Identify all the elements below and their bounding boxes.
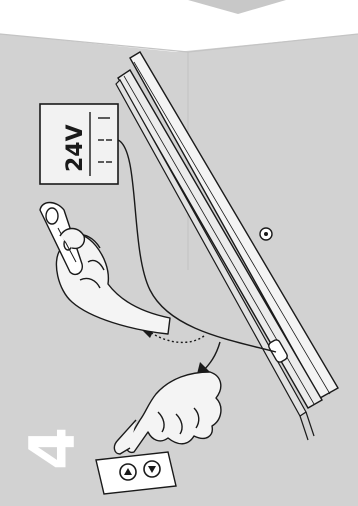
control-button-panel <box>96 452 176 494</box>
step-number: 4 <box>16 427 89 470</box>
motor-rail <box>116 52 338 440</box>
voltage-label: 24V <box>63 124 88 172</box>
up-button-icon[interactable] <box>120 464 136 480</box>
top-chevron-frame <box>0 0 358 52</box>
power-supply-box: 24V <box>40 104 118 184</box>
hand-pressing-button <box>114 372 221 454</box>
down-button-icon[interactable] <box>144 461 160 477</box>
transfer-arrow <box>138 326 220 378</box>
hand-holding-remote <box>40 203 170 335</box>
